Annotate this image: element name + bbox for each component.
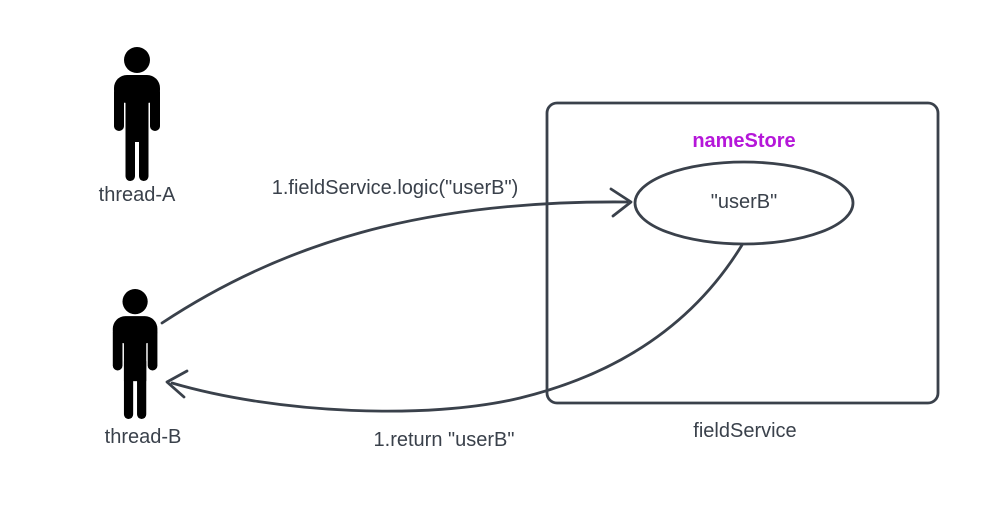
person-icon [114, 47, 160, 181]
return-arrowhead-icon [165, 369, 189, 399]
person-icon [112, 289, 158, 419]
return-edge-label: 1.return "userB" [373, 429, 515, 451]
actor-label-thread-b: thread-B [104, 426, 182, 448]
name-store-ellipse [633, 160, 855, 246]
name-store-value: "userB" [710, 191, 778, 213]
return-edge [170, 243, 744, 413]
actor-label-thread-a: thread-A [98, 184, 176, 206]
call-arrowhead-icon [609, 187, 633, 218]
call-edge-label: 1.fieldService.logic("userB") [271, 177, 519, 199]
name-store-title: nameStore [692, 130, 796, 152]
field-service-label: fieldService [693, 420, 797, 442]
call-edge [160, 200, 629, 325]
field-service-box [545, 101, 940, 405]
